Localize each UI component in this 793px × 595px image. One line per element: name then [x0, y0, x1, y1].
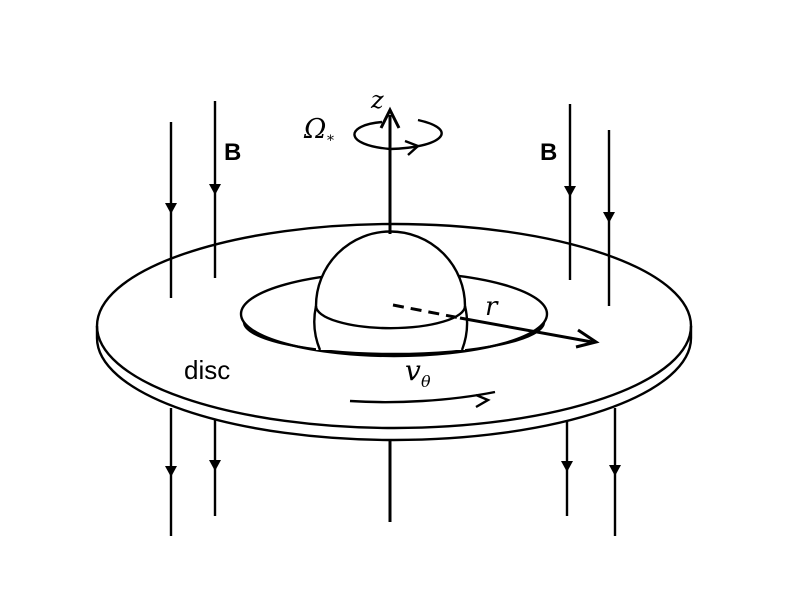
- disc-rim: [95, 326, 693, 442]
- field-lines-lower-left: [165, 408, 221, 536]
- rotation-arrow: [353, 118, 443, 156]
- field-lines-upper-right: [564, 104, 615, 306]
- z-axis-arrowhead: [379, 106, 401, 129]
- radius-label: r: [485, 292, 499, 322]
- z-axis-label: z: [370, 86, 384, 114]
- field-label-left: B: [224, 139, 241, 166]
- omega-subscript: *: [327, 133, 334, 149]
- field-lines-upper-left: [165, 101, 221, 298]
- velocity-label: v: [405, 354, 421, 387]
- velocity-subscript: θ: [421, 372, 431, 391]
- disc-inner-rim: [242, 321, 546, 356]
- omega-label: Ω: [303, 114, 326, 145]
- field-lines-lower-right: [561, 408, 621, 536]
- central-star: [313, 230, 469, 351]
- radius-arrow: [392, 303, 600, 349]
- field-label-right: B: [540, 139, 557, 166]
- disc-outer-edge: [95, 222, 693, 430]
- velocity-arrow: [349, 390, 496, 409]
- star-equator: [314, 305, 467, 330]
- disc-label: disc: [184, 355, 230, 385]
